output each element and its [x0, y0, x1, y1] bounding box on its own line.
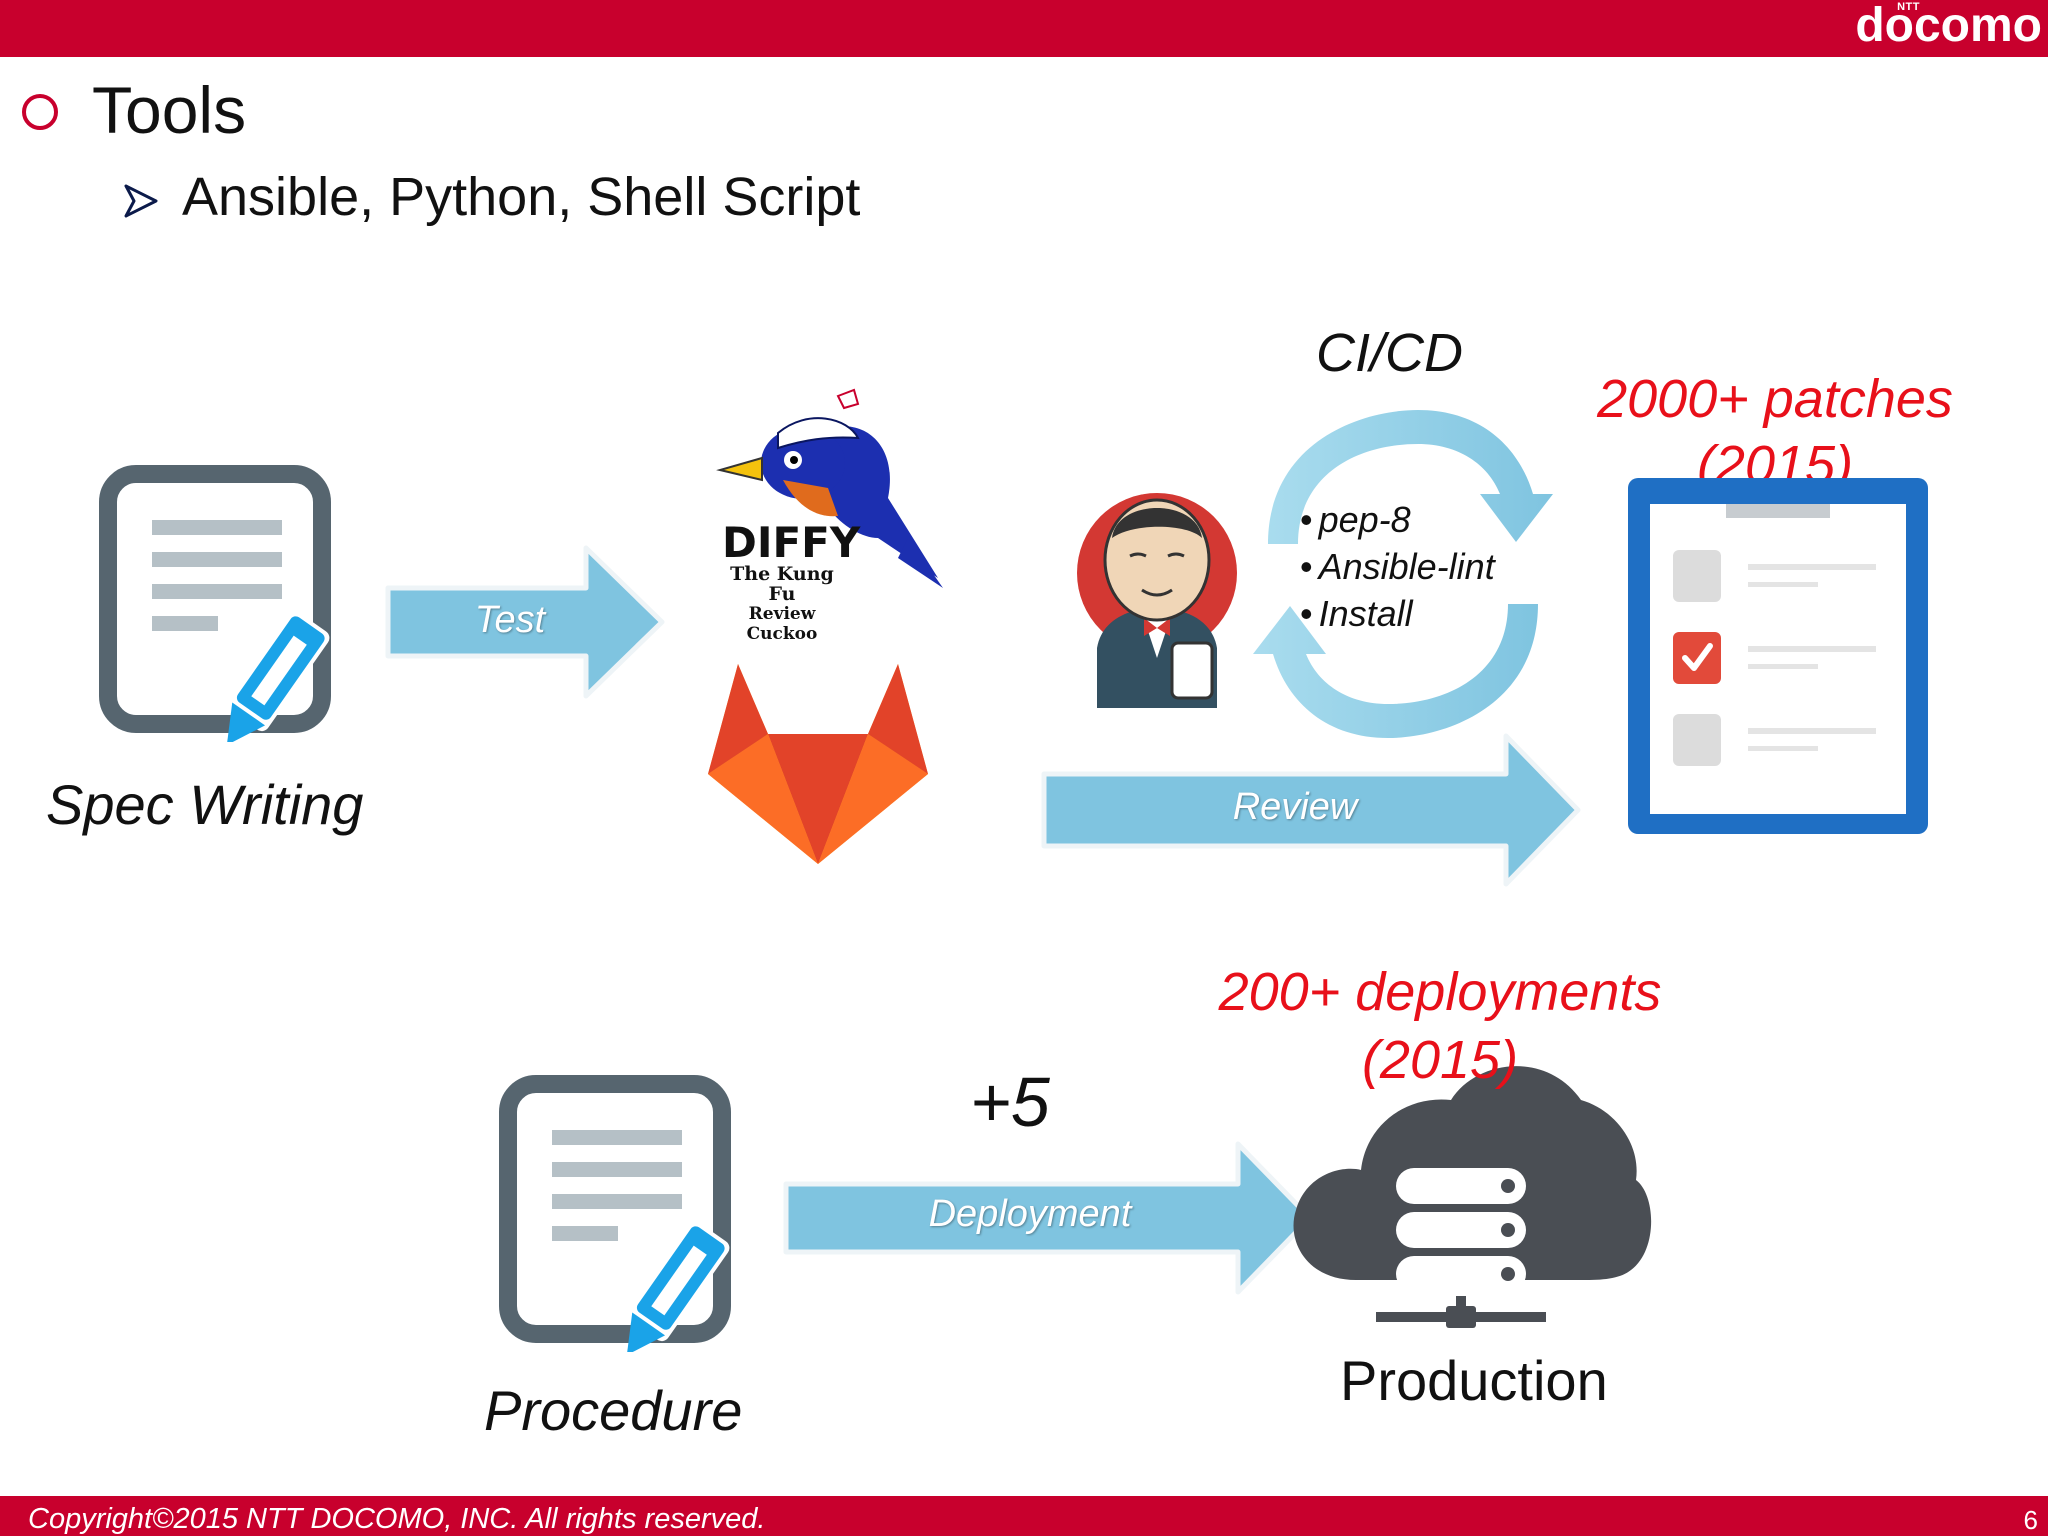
plus-five-label: +5 [970, 1063, 1050, 1141]
docomo-logo-text: docomo [1855, 0, 2042, 52]
ci-check-item: Ansible-lint [1300, 543, 1495, 590]
procedure-label: Procedure [484, 1379, 743, 1442]
patches-stat-count: 2000+ patches [1597, 369, 1953, 429]
deployments-stat-count: 200+ deployments [1218, 962, 1662, 1022]
header-bar [0, 0, 2048, 57]
diffy-title: DIFFY [722, 518, 861, 567]
test-arrow [385, 545, 665, 699]
copyright-text: Copyright©2015 NTT DOCOMO, INC. All righ… [28, 1503, 766, 1535]
clipboard-checklist-icon [1628, 478, 1928, 834]
deployments-stat: 200+ deployments (2015) [1190, 958, 1690, 1094]
ci-check-item: pep-8 [1300, 496, 1495, 543]
test-arrow-label: Test [474, 599, 546, 641]
tools-list: Ansible, Python, Shell Script [182, 167, 861, 227]
production-label: Production [1340, 1349, 1608, 1412]
docomo-logo: NTT docomo [1828, 0, 2048, 57]
procedure-document-icon [499, 1075, 731, 1352]
footer-bar [0, 1496, 2048, 1536]
review-arrow-label: Review [1232, 786, 1358, 828]
ci-check-item: Install [1300, 590, 1495, 637]
jenkins-icon [1077, 493, 1237, 708]
arrowhead-bullet-icon [124, 184, 158, 218]
deployment-arrow-label: Deployment [928, 1193, 1132, 1235]
diffy-line2: Review Cuckoo [746, 604, 818, 644]
circle-bullet-icon [22, 94, 58, 130]
diffy-logo-text: DIFFY The Kung Fu Review Cuckoo [722, 518, 861, 645]
gitlab-fox-icon [708, 664, 928, 864]
review-arrow [1041, 733, 1581, 887]
deployment-arrow [783, 1141, 1313, 1295]
cicd-cycle-icon [1253, 410, 1553, 738]
document-edit-icon [99, 465, 331, 742]
deployments-stat-year: (2015) [1361, 1030, 1519, 1090]
diffy-line1: The Kung Fu [730, 563, 834, 605]
cloud-server-icon [1293, 1066, 1652, 1328]
page-title: Tools [92, 73, 247, 147]
cicd-title: CI/CD [1316, 323, 1463, 383]
ci-checks-list: pep-8 Ansible-lint Install [1300, 496, 1495, 637]
page-number: 6 [2023, 1505, 2038, 1535]
ntt-logo-text: NTT [1897, 1, 1920, 13]
spec-writing-label: Spec Writing [46, 773, 364, 836]
diffy-cuckoo-icon [716, 388, 943, 588]
